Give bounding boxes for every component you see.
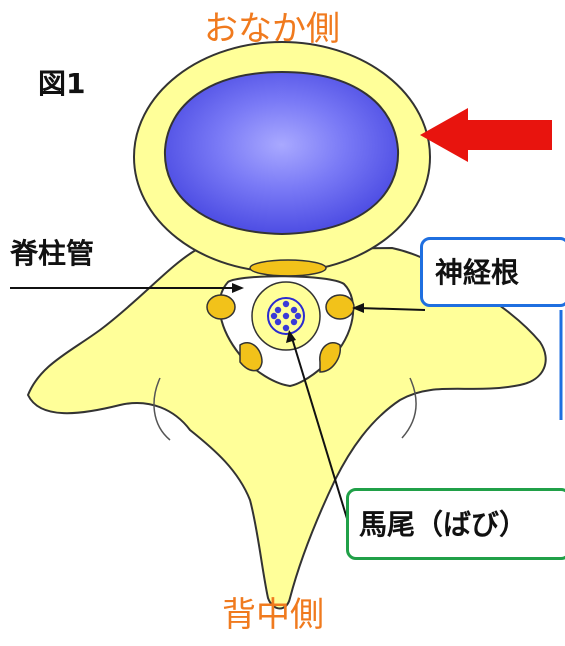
anterior-label: おなか側 xyxy=(204,12,340,46)
canal-fat-top xyxy=(250,260,326,276)
nerve-root-right xyxy=(326,295,354,319)
figure-number: 図1 xyxy=(38,70,85,98)
nerve-root-box: 神経根 xyxy=(420,237,565,307)
cauda-equina-label: 馬尾（ばび） xyxy=(359,511,527,539)
cauda-equina-box: 馬尾（ばび） xyxy=(346,488,565,560)
red-arrow xyxy=(420,108,552,162)
spinal-canal-label: 脊柱管 xyxy=(10,240,94,268)
nerve-root-left xyxy=(207,295,235,319)
disc xyxy=(165,72,398,234)
nerve-root-label: 神経根 xyxy=(435,259,519,287)
posterior-label: 背中側 xyxy=(222,598,324,632)
